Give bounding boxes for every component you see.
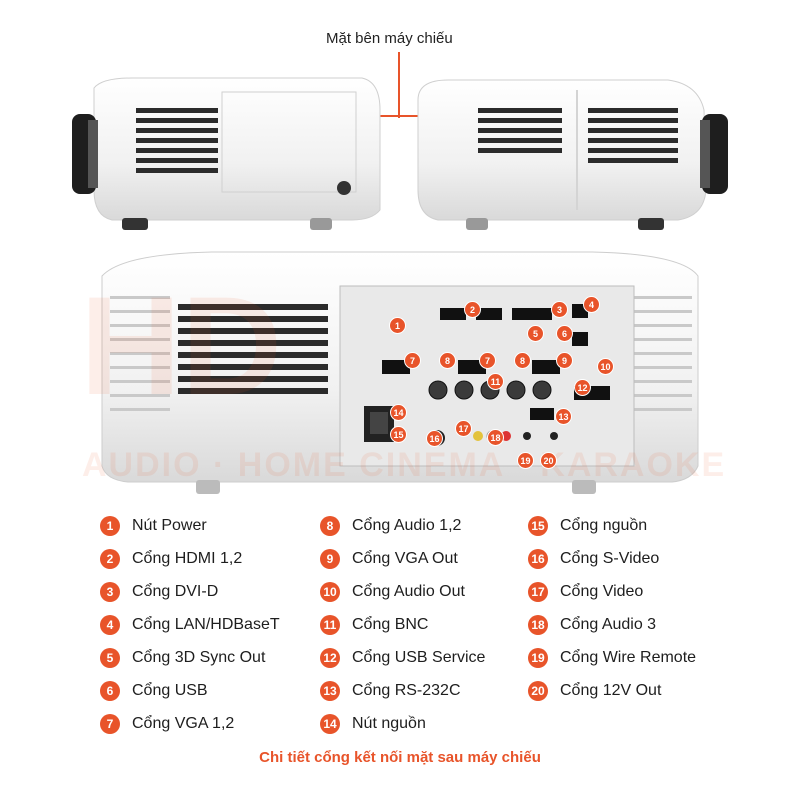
marker-13: 13	[556, 409, 571, 424]
legend-item: 4 Cổng LAN/HDBaseT	[100, 615, 280, 635]
marker-3: 3	[552, 302, 567, 317]
legend-label: Nút nguồn	[352, 715, 426, 732]
marker-12: 12	[575, 380, 590, 395]
legend-item: 8 Cổng Audio 1,2	[320, 516, 461, 536]
caption: Chi tiết cổng kết nối mặt sau máy chiếu	[259, 749, 541, 766]
legend-label: Cổng 3D Sync Out	[132, 649, 266, 666]
legend-item: 13 Cổng RS-232C	[320, 681, 461, 701]
legend-item: 17 Cổng Video	[528, 582, 643, 602]
legend-label: Cổng Video	[560, 583, 644, 600]
marker-1: 1	[390, 318, 405, 333]
marker-11: 11	[488, 374, 503, 389]
legend-label: Nút Power	[132, 517, 207, 534]
projector-rear	[101, 251, 699, 494]
legend-item: 3 Cổng DVI-D	[100, 582, 218, 602]
legend-label: Cổng RS-232C	[352, 682, 461, 699]
callout-line-vertical	[398, 52, 400, 118]
legend-item: 11 Cổng BNC	[320, 615, 428, 635]
legend-number-badge: 9	[320, 549, 340, 569]
legend-number-badge: 4	[100, 615, 120, 635]
legend-number-badge: 3	[100, 582, 120, 602]
legend-item: 1 Nút Power	[100, 516, 207, 536]
marker-18: 18	[488, 430, 503, 445]
legend-item: 16 Cổng S-Video	[528, 549, 659, 569]
legend-number-badge: 20	[528, 681, 548, 701]
legend-number-badge: 14	[320, 714, 340, 734]
legend-item: 5 Cổng 3D Sync Out	[100, 648, 265, 668]
marker-7b: 7	[480, 353, 495, 368]
legend-number-badge: 19	[528, 648, 548, 668]
marker-17: 17	[456, 421, 471, 436]
legend-number-badge: 17	[528, 582, 548, 602]
projector-side-right	[417, 79, 728, 230]
legend-label: Cổng VGA 1,2	[132, 715, 235, 732]
marker-8a: 8	[440, 353, 455, 368]
legend-number-badge: 16	[528, 549, 548, 569]
legend-number-badge: 5	[100, 648, 120, 668]
projector-side-left	[72, 77, 381, 230]
legend-label: Cổng LAN/HDBaseT	[132, 616, 280, 633]
marker-4: 4	[584, 297, 599, 312]
marker-6: 6	[557, 326, 572, 341]
legend-label: Cổng Audio Out	[352, 583, 465, 600]
legend-item: 19 Cổng Wire Remote	[528, 648, 696, 668]
legend-number-badge: 18	[528, 615, 548, 635]
legend-number-badge: 6	[100, 681, 120, 701]
marker-19: 19	[518, 453, 533, 468]
legend-label: Cổng USB Service	[352, 649, 486, 666]
legend-item: 10 Cổng Audio Out	[320, 582, 465, 602]
callout-line-horizontal	[232, 115, 562, 117]
marker-14: 14	[391, 405, 406, 420]
legend-label: Cổng 12V Out	[560, 682, 662, 699]
legend-number-badge: 7	[100, 714, 120, 734]
watermark-tagline: AUDIO · HOME CINEMA · KARAOKE	[82, 446, 727, 484]
legend-item: 7 Cổng VGA 1,2	[100, 714, 234, 734]
legend-number-badge: 1	[100, 516, 120, 536]
legend-number-badge: 2	[100, 549, 120, 569]
marker-7a: 7	[405, 353, 420, 368]
marker-9: 9	[557, 353, 572, 368]
marker-2: 2	[465, 302, 480, 317]
legend-label: Cổng BNC	[352, 616, 429, 633]
marker-8b: 8	[515, 353, 530, 368]
legend-number-badge: 12	[320, 648, 340, 668]
legend-item: 12 Cổng USB Service	[320, 648, 485, 668]
marker-15: 15	[391, 427, 406, 442]
legend-label: Cổng VGA Out	[352, 550, 458, 567]
legend-label: Cổng S-Video	[560, 550, 660, 567]
legend-item: 6 Cổng USB	[100, 681, 208, 701]
marker-5: 5	[528, 326, 543, 341]
legend-item: 15 Cổng nguồn	[528, 516, 647, 536]
marker-10: 10	[598, 359, 613, 374]
legend-number-badge: 10	[320, 582, 340, 602]
legend-item: 18 Cổng Audio 3	[528, 615, 656, 635]
legend-item: 20 Cổng 12V Out	[528, 681, 661, 701]
side-view-label: Mặt bên máy chiếu	[326, 30, 453, 47]
legend-number-badge: 11	[320, 615, 340, 635]
legend-number-badge: 13	[320, 681, 340, 701]
legend-label: Cổng USB	[132, 682, 208, 699]
watermark-logo: HD	[80, 267, 283, 424]
legend-label: Cổng Audio 1,2	[352, 517, 462, 534]
marker-16: 16	[427, 431, 442, 446]
legend-item: 2 Cổng HDMI 1,2	[100, 549, 242, 569]
legend-label: Cổng Audio 3	[560, 616, 657, 633]
legend-label: Cổng HDMI 1,2	[132, 550, 243, 567]
legend-label: Cổng nguồn	[560, 517, 648, 534]
legend-number-badge: 8	[320, 516, 340, 536]
legend-item: 14 Nút nguồn	[320, 714, 426, 734]
legend-item: 9 Cổng VGA Out	[320, 549, 458, 569]
legend-label: Cổng Wire Remote	[560, 649, 697, 666]
legend-label: Cổng DVI-D	[132, 583, 219, 600]
marker-20: 20	[541, 453, 556, 468]
legend-number-badge: 15	[528, 516, 548, 536]
